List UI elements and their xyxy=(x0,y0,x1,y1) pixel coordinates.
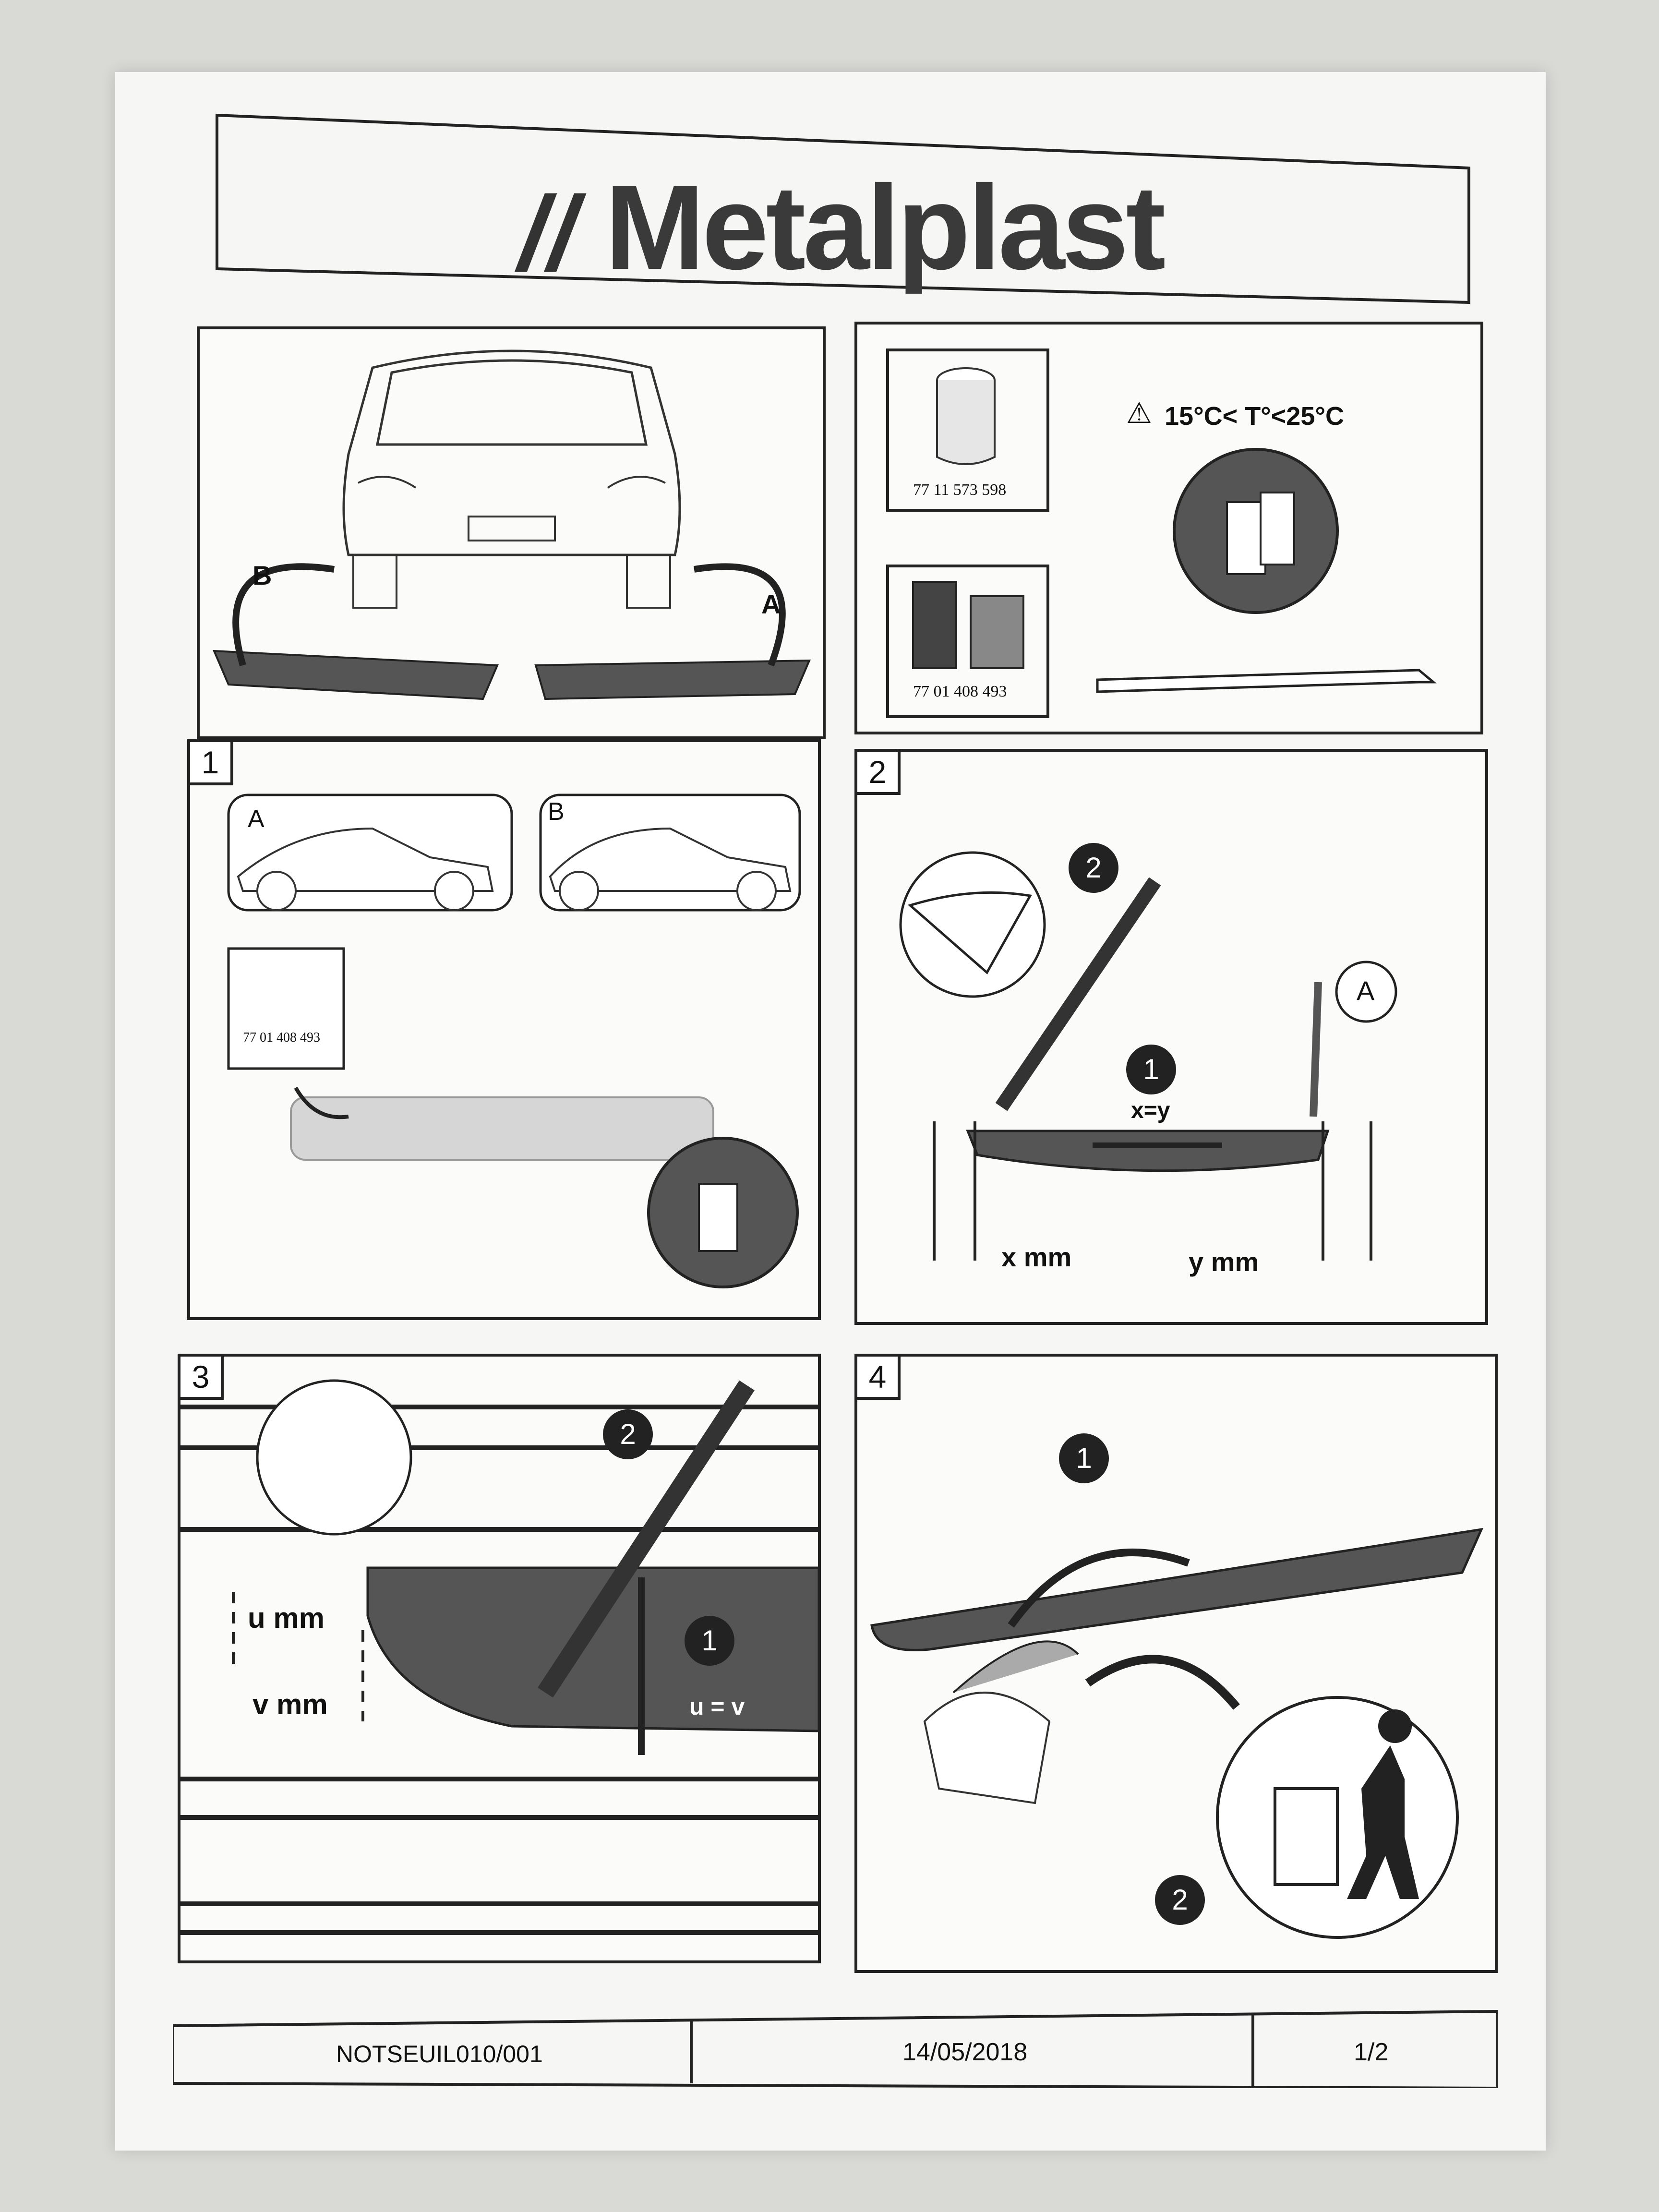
footer-date: 14/05/2018 xyxy=(902,2038,1028,2066)
materials-panel: 77 11 573 598 77 01 408 493 ⚠ 15°C< T°<2… xyxy=(854,322,1483,734)
step-1-label-b: B xyxy=(548,798,565,826)
step-2-illustration xyxy=(899,851,1397,1261)
step-3-dim-v: v mm xyxy=(252,1688,328,1720)
step-3-panel: 3 2 1 u mm v mm u = v xyxy=(178,1354,821,1963)
warning-icon: ⚠ xyxy=(1126,397,1152,429)
step-3-number: 3 xyxy=(178,1354,224,1400)
temperature-range: 15°C< T°<25°C xyxy=(1165,402,1344,431)
cleaner-box: 77 01 408 493 xyxy=(886,565,1049,718)
step-2-dim-y: y mm xyxy=(1189,1247,1259,1277)
overview-panel: B A xyxy=(197,326,826,739)
step-2-equation: x=y xyxy=(1131,1098,1170,1123)
step-1-panel: 1 A B 77 01 408 493 xyxy=(187,739,821,1320)
footer-page: 1/2 xyxy=(1354,2038,1389,2066)
header-frame xyxy=(216,113,1470,304)
step-4-number: 4 xyxy=(854,1354,901,1400)
step-2-panel: 2 2 1 A x=y x mm y mm xyxy=(854,749,1488,1325)
cleaner-bottle-icon xyxy=(912,581,1024,669)
overview-label-a: A xyxy=(761,589,781,619)
step-1-number: 1 xyxy=(187,739,233,785)
step-1-label-a: A xyxy=(248,805,264,833)
brand-logo: Metalplast xyxy=(605,160,1166,294)
step-3-callout-1: 1 xyxy=(685,1616,734,1666)
footer-bar: NOTSEUIL010/001 14/05/2018 1/2 xyxy=(173,1992,1498,2088)
step-4-illustration xyxy=(870,1527,1484,1939)
cleaner-part-number: 77 01 408 493 xyxy=(913,683,1007,700)
step-2-callout-1: 1 xyxy=(1126,1045,1176,1094)
brand-logo-mark-icon: // xyxy=(518,174,577,292)
footer-frame xyxy=(173,2009,1498,2088)
step-2-number: 2 xyxy=(854,749,901,795)
adhesive-roll-icon xyxy=(936,367,996,465)
step-2-label-a: A xyxy=(1357,975,1375,1006)
step-2-dim-x: x mm xyxy=(1001,1242,1072,1272)
overview-label-b: B xyxy=(252,560,272,590)
step-3-callout-2: 2 xyxy=(603,1409,653,1459)
car-front-illustration xyxy=(212,349,811,700)
step-1-part-number: 77 01 408 493 xyxy=(243,1030,320,1045)
step-4-panel: 4 1 2 xyxy=(854,1354,1498,1973)
step-4-callout-2: 2 xyxy=(1155,1875,1205,1925)
step-3-equation: u = v xyxy=(685,1693,750,1720)
step-1-illustration xyxy=(227,793,801,1288)
roll-part-number: 77 11 573 598 xyxy=(913,481,1007,499)
step-2-callout-2: 2 xyxy=(1069,843,1118,893)
step-3-illustration xyxy=(180,1379,819,1935)
step-3-dim-u: u mm xyxy=(248,1602,325,1634)
footer-reference: NOTSEUIL010/001 xyxy=(336,2041,543,2068)
gloves-icon xyxy=(1096,448,1437,693)
step-4-callout-1: 1 xyxy=(1059,1433,1109,1483)
adhesive-roll-box: 77 11 573 598 xyxy=(886,349,1049,512)
header-banner: // Metalplast xyxy=(211,110,1474,307)
